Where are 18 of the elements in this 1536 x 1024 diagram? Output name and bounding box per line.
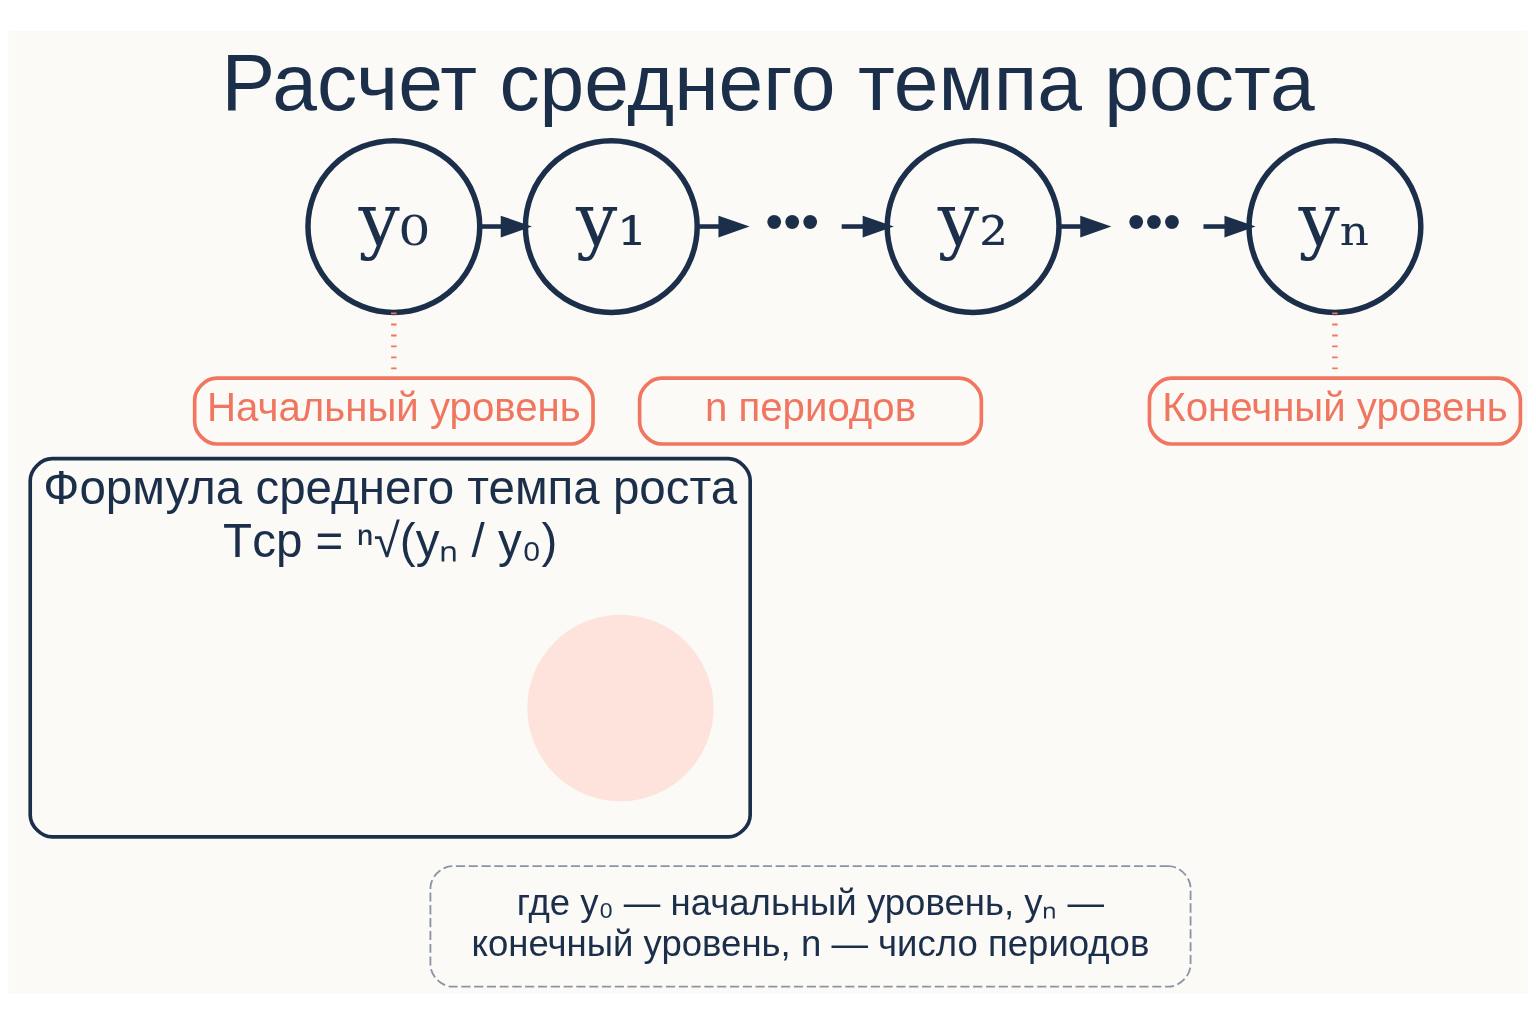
node-circle: y₂ — [884, 137, 1062, 315]
cluster: Формула среднего темпа роста Tср = ⁿ√(yₙ / y₀) — [28, 456, 752, 839]
arrow — [697, 215, 750, 237]
node-box: Начальный уровень — [192, 375, 595, 446]
node-text: ••• — [765, 192, 820, 250]
node-box: Конечный уровень — [1147, 375, 1523, 446]
node-text: ••• — [1127, 192, 1181, 250]
arrow — [1203, 215, 1256, 237]
arrow — [480, 215, 532, 237]
diagram-title: Расчет среднего темпа роста — [221, 36, 1315, 127]
arrow — [1059, 215, 1112, 237]
node-circle — [527, 614, 714, 801]
node-box: n периодов — [637, 375, 984, 446]
arrow — [841, 215, 894, 237]
node-circle: y₀ — [305, 137, 483, 315]
node-circle: yₙ — [1246, 137, 1424, 315]
node-circle: y₁ — [522, 137, 700, 315]
node-box: где y₀ — начальный уровень, yₙ — конечный уровень, n — число периодов — [429, 864, 1192, 988]
